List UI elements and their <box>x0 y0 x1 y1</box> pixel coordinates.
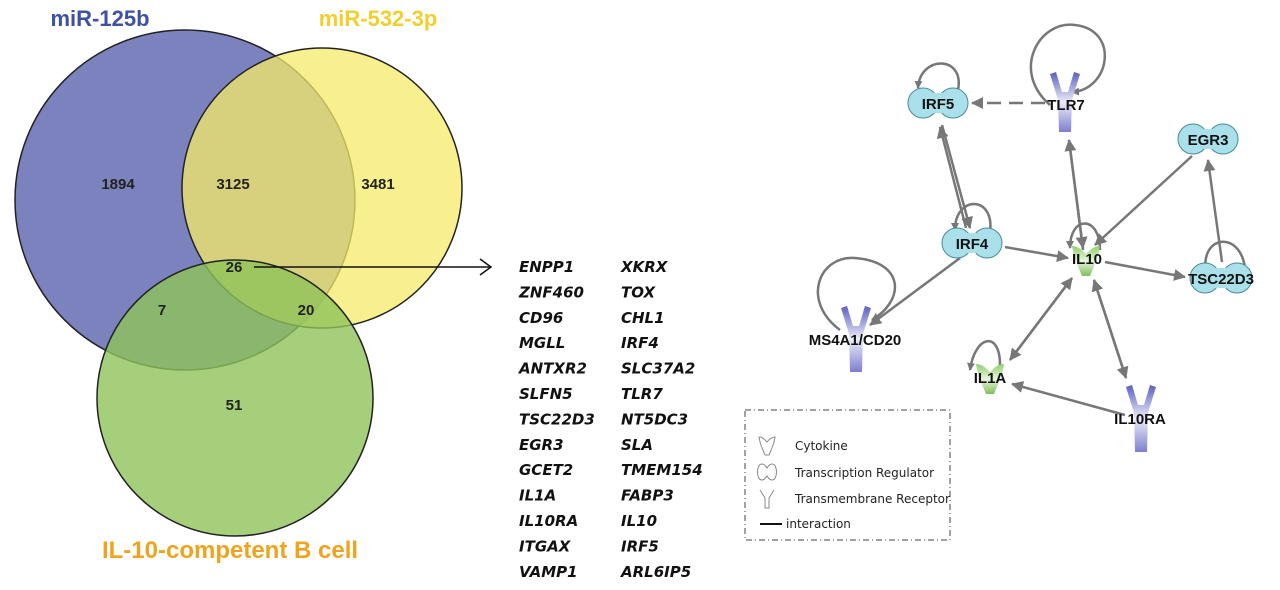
venn-title-mir125b: miR-125b <box>50 6 149 31</box>
gene-item: FABP3 <box>621 487 674 505</box>
gene-item: TOX <box>621 283 656 301</box>
gene-item: ITGAX <box>519 537 572 555</box>
venn-diagram: miR-125b miR-532-3p IL-10-competent B ce… <box>14 6 493 564</box>
legend-transmembrane-receptor: Transmembrane Receptor <box>794 492 950 506</box>
gene-item: SLC37A2 <box>621 360 695 378</box>
cytokine-icon <box>758 436 776 456</box>
legend-transcription-regulator: Transcription Regulator <box>794 466 934 480</box>
count-bc: 20 <box>298 302 315 319</box>
gene-item: TSC22D3 <box>519 410 595 428</box>
transmembrane-receptor-icon <box>759 489 775 509</box>
node-label-il1a: IL1A <box>974 370 1007 387</box>
pointer-arrowhead <box>479 258 493 276</box>
gene-item: ENPP1 <box>519 258 574 276</box>
gene-item: SLFN5 <box>519 385 573 403</box>
transcription-regulator-icon <box>757 463 777 481</box>
gene-item: VAMP1 <box>519 563 578 581</box>
gene-item: ZNF460 <box>518 283 584 301</box>
legend-cytokine: Cytokine <box>795 439 848 453</box>
legend: Cytokine Transcription Regulator Transme… <box>744 409 951 541</box>
gene-item: MGLL <box>519 334 565 352</box>
node-irf5[interactable]: IRF5 <box>907 87 969 119</box>
node-label-tsc22d3: TSC22D3 <box>1188 271 1254 288</box>
node-egr3[interactable]: EGR3 <box>1177 123 1239 155</box>
node-label-irf5: IRF5 <box>922 96 955 113</box>
gene-item: XKRX <box>620 258 669 276</box>
node-label-tlr7: TLR7 <box>1047 97 1085 114</box>
gene-item: EGR3 <box>519 436 564 454</box>
count-a-only: 1894 <box>101 176 135 193</box>
gene-item: TMEM154 <box>621 461 703 479</box>
node-irf4[interactable]: IRF4 <box>941 227 1003 259</box>
count-abc: 26 <box>226 259 243 276</box>
count-ab: 3125 <box>216 176 249 193</box>
venn-circle-il10-bcell <box>96 259 374 537</box>
gene-item: IRF5 <box>621 537 659 555</box>
gene-item: ANTXR2 <box>518 360 587 378</box>
node-il1a[interactable]: IL1A <box>974 364 1007 394</box>
gene-item: GCET2 <box>519 461 573 479</box>
node-label-irf4: IRF4 <box>956 236 989 253</box>
gene-item: TLR7 <box>621 385 663 403</box>
count-ac: 7 <box>158 302 166 319</box>
legend-interaction: interaction <box>786 517 851 531</box>
gene-item: IL1A <box>519 487 556 505</box>
gene-item: NT5DC3 <box>621 410 688 428</box>
gene-item: IL10 <box>621 512 657 530</box>
node-il10[interactable]: IL10 <box>1072 246 1102 276</box>
gene-item: SLA <box>621 436 653 454</box>
network: IRF5 TLR7 EGR3 IRF4 IL10 TSC22D3 MS4A1/C… <box>809 23 1254 452</box>
gene-item: CHL1 <box>621 309 665 327</box>
node-tlr7[interactable]: TLR7 <box>1047 72 1085 132</box>
node-il10ra[interactable]: IL10RA <box>1114 385 1166 452</box>
gene-item: IRF4 <box>621 334 659 352</box>
node-label-il10ra: IL10RA <box>1114 411 1166 428</box>
node-label-il10: IL10 <box>1072 251 1102 268</box>
node-tsc22d3[interactable]: TSC22D3 <box>1188 262 1254 294</box>
node-label-ms4a1-cd20: MS4A1/CD20 <box>809 332 902 349</box>
count-c-only: 51 <box>226 397 243 414</box>
count-b-only: 3481 <box>361 176 394 193</box>
venn-title-il10-bcell: IL-10-competent B cell <box>102 537 358 564</box>
gene-item: IL10RA <box>519 512 578 530</box>
gene-item: ARL6IP5 <box>620 563 691 581</box>
node-label-egr3: EGR3 <box>1188 132 1229 149</box>
node-ms4a1-cd20[interactable]: MS4A1/CD20 <box>809 306 902 372</box>
venn-title-mir532: miR-532-3p <box>319 6 438 31</box>
gene-item: CD96 <box>519 309 563 327</box>
